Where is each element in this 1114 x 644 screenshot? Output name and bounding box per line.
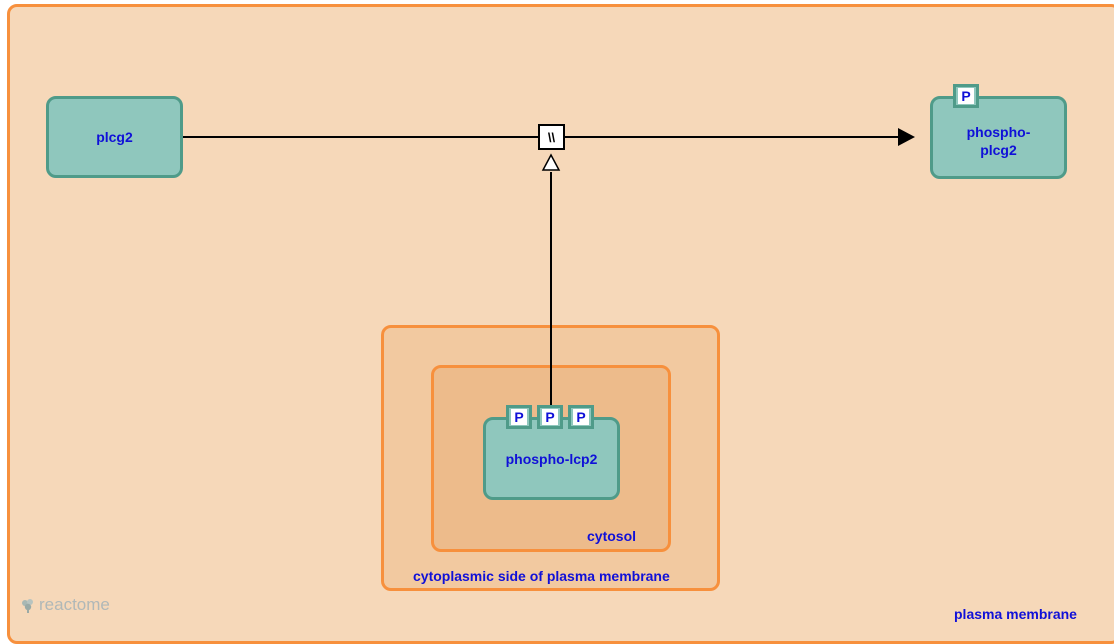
entity-plcg2-label: plcg2 [96, 129, 133, 145]
output-arrowhead [898, 128, 915, 146]
entity-plcg2[interactable]: plcg2 [46, 96, 183, 178]
reaction-symbol: \\ [547, 129, 556, 145]
compartment-label-cytoplasmic-side: cytoplasmic side of plasma membrane [413, 568, 670, 584]
phospho-site-label: P [573, 409, 589, 425]
entity-phospho-lcp2-label: phospho-lcp2 [505, 450, 598, 467]
compartment-label-plasma-membrane: plasma membrane [954, 606, 1077, 622]
phospho-site-label: P [542, 409, 558, 425]
reaction-node[interactable]: \\ [538, 124, 565, 150]
reactome-leaf-icon [22, 599, 33, 613]
reactome-logo: reactome [20, 595, 110, 615]
entity-phospho-plcg2[interactable]: phospho- plcg2 [930, 96, 1067, 179]
catalyst-arrowhead [541, 153, 561, 171]
compartment-label-cytosol: cytosol [587, 528, 637, 544]
phospho-site-plcg2: P [953, 84, 979, 108]
reactome-wordmark: reactome [39, 595, 110, 614]
entity-phospho-lcp2[interactable]: phospho-lcp2 [483, 417, 620, 500]
phospho-site-lcp2-3: P [568, 405, 594, 429]
phospho-site-label: P [511, 409, 527, 425]
phospho-site-label: P [958, 88, 974, 104]
entity-phospho-plcg2-label: phospho- plcg2 [966, 123, 1031, 158]
phospho-site-lcp2-2: P [537, 405, 563, 429]
reaction-edges [182, 128, 915, 407]
phospho-site-lcp2-1: P [506, 405, 532, 429]
